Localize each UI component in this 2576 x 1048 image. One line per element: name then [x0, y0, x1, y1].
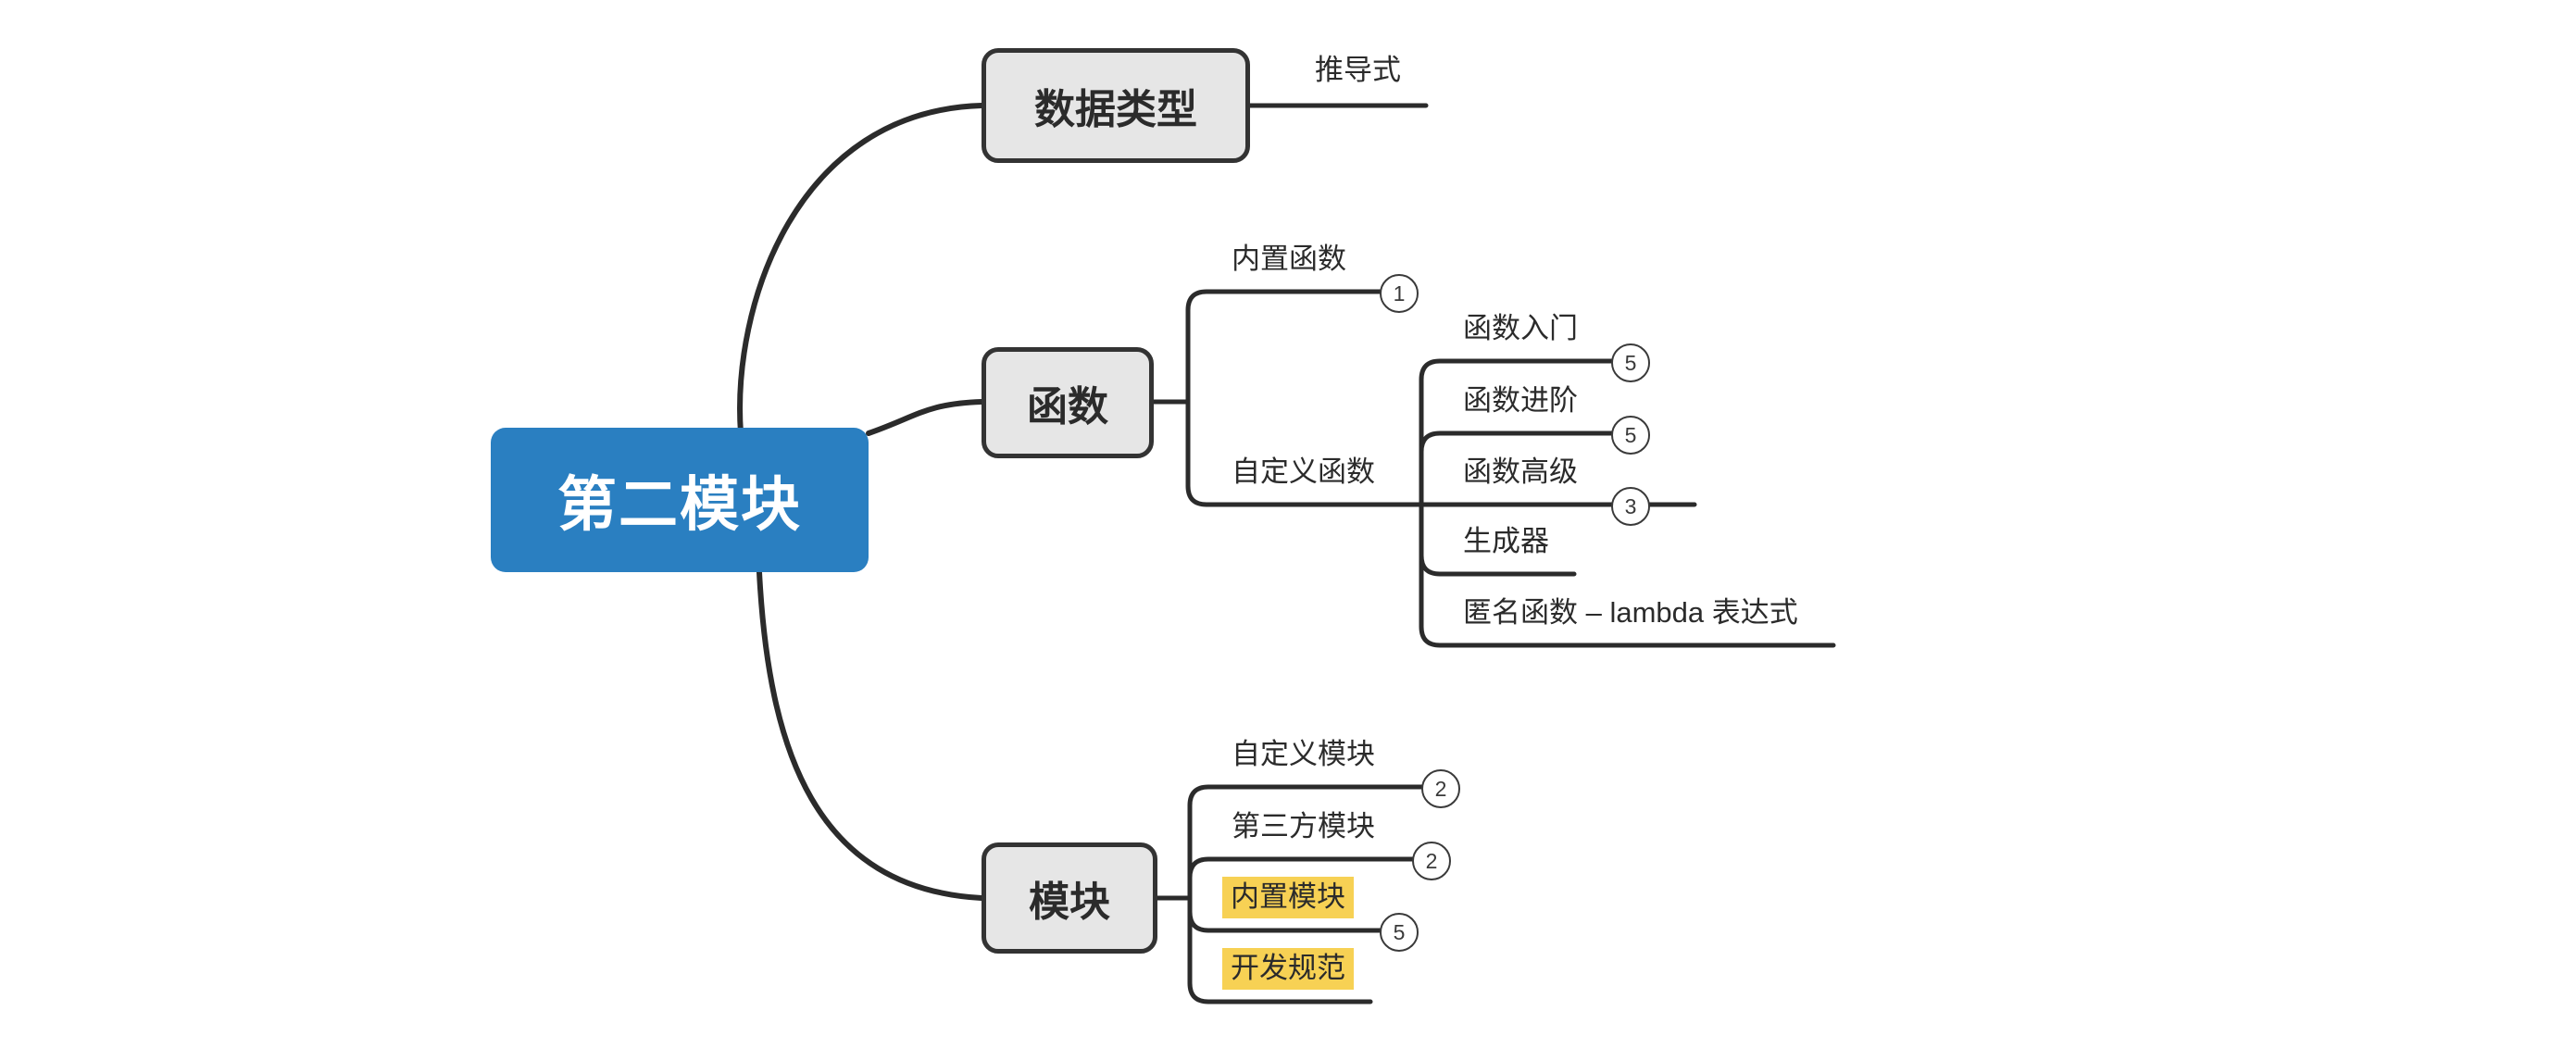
badge-thirdparty-module: 2	[1412, 842, 1451, 880]
leaf-builtin-functions[interactable]: 内置函数	[1232, 244, 1346, 273]
badge-custom-module: 2	[1421, 769, 1460, 808]
leaf-generator[interactable]: 生成器	[1463, 527, 1549, 555]
branch-node-modules-label: 模块	[1029, 880, 1110, 925]
leaf-dev-standards-label: 开发规范	[1231, 952, 1345, 984]
badge-builtin-functions: 1	[1380, 274, 1419, 313]
edge-functions-bracket	[1185, 289, 1697, 507]
leaf-comprehension[interactable]: 推导式	[1315, 56, 1401, 84]
leaf-custom-module-label: 自定义模块	[1232, 738, 1375, 770]
edge-custom-fn-bracket-inner	[1419, 430, 1632, 577]
badge-builtin-functions-value: 1	[1393, 281, 1406, 306]
leaf-function-advanced[interactable]: 函数进阶	[1463, 386, 1578, 415]
branch-node-modules[interactable]: 模块	[982, 842, 1157, 954]
leaf-generator-label: 生成器	[1463, 525, 1549, 557]
badge-builtin-module: 5	[1380, 913, 1419, 952]
leaf-custom-functions[interactable]: 自定义函数	[1232, 457, 1375, 486]
edge-modules-bracket-inner	[1187, 856, 1419, 933]
edge-root-to-modules	[757, 569, 984, 901]
leaf-builtin-module-label: 内置模块	[1231, 880, 1345, 913]
edge-root-to-data-types	[737, 103, 984, 436]
leaf-builtin-functions-label: 内置函数	[1232, 243, 1346, 275]
badge-thirdparty-module-value: 2	[1425, 848, 1438, 873]
badge-function-expert: 3	[1611, 487, 1650, 526]
leaf-thirdparty-module[interactable]: 第三方模块	[1232, 812, 1375, 841]
badge-function-intro-value: 5	[1624, 350, 1637, 375]
badge-custom-module-value: 2	[1434, 776, 1447, 801]
root-node[interactable]: 第二模块	[491, 428, 869, 572]
leaf-function-expert[interactable]: 函数高级	[1463, 457, 1578, 486]
leaf-custom-functions-label: 自定义函数	[1232, 455, 1375, 488]
branch-node-data-types[interactable]: 数据类型	[982, 48, 1250, 163]
badge-function-advanced: 5	[1611, 416, 1650, 455]
branch-node-functions[interactable]: 函数	[982, 347, 1154, 458]
badge-function-advanced-value: 5	[1624, 422, 1637, 447]
leaf-comprehension-label: 推导式	[1315, 54, 1401, 86]
leaf-builtin-module[interactable]: 内置模块	[1222, 877, 1354, 918]
badge-builtin-module-value: 5	[1393, 919, 1406, 944]
branch-node-data-types-label: 数据类型	[1034, 87, 1197, 132]
badge-function-intro: 5	[1611, 343, 1650, 382]
root-node-label: 第二模块	[557, 471, 802, 538]
badge-function-expert-value: 3	[1624, 493, 1637, 518]
leaf-thirdparty-module-label: 第三方模块	[1232, 810, 1375, 842]
leaf-function-intro[interactable]: 函数入门	[1463, 314, 1578, 343]
edge-root-to-functions	[866, 399, 984, 436]
leaf-lambda-label: 匿名函数 – lambda 表达式	[1463, 596, 1798, 629]
branch-node-functions-label: 函数	[1027, 384, 1108, 430]
leaf-lambda[interactable]: 匿名函数 – lambda 表达式	[1463, 598, 1798, 627]
leaf-function-expert-label: 函数高级	[1463, 455, 1578, 488]
leaf-function-advanced-label: 函数进阶	[1463, 384, 1578, 417]
leaf-function-intro-label: 函数入门	[1463, 312, 1578, 344]
leaf-dev-standards[interactable]: 开发规范	[1222, 948, 1354, 990]
leaf-custom-module[interactable]: 自定义模块	[1232, 740, 1375, 768]
